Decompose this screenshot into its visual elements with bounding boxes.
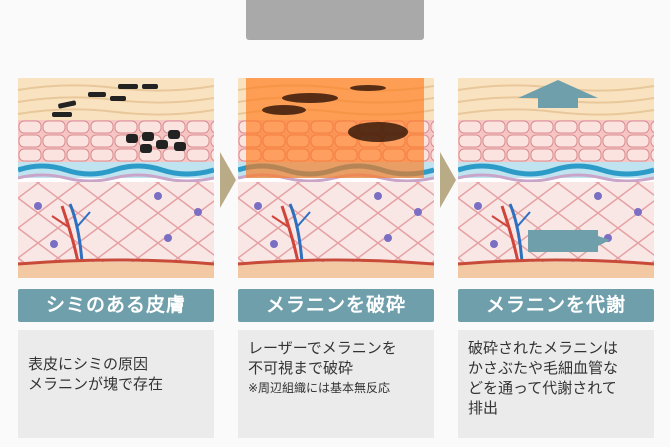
desc-note: ※周辺組織には基本無反応: [248, 381, 391, 395]
desc-line: かさぶたや毛細血管な: [468, 359, 619, 377]
desc-line: メラニンが塊で存在: [28, 375, 164, 393]
desc-line: レーザーでメラニンを: [248, 339, 397, 357]
melanin-cluster-icon: [52, 84, 186, 153]
panel-title-1: シミのある皮膚: [18, 289, 214, 322]
panel-title-3: メラニンを代謝: [458, 289, 654, 322]
panel-desc-3: 破砕されたメラニンは かさぶたや毛細血管な どを通って代謝されて 排出: [458, 330, 654, 438]
desc-line: 破砕されたメラニンは: [468, 339, 619, 357]
panel-desc-2: レーザーでメラニンを 不可視まで破砕 ※周辺組織には基本無反応: [238, 330, 434, 438]
desc-line: 排出: [468, 399, 499, 417]
next-arrow-icon: [440, 152, 456, 208]
panel-desc-1: 表皮にシミの原因 メラニンが塊で存在: [18, 330, 214, 438]
skin-panel-1: [18, 78, 214, 278]
laser-device-icon: [246, 0, 424, 40]
desc-line: 表皮にシミの原因: [28, 355, 149, 373]
desc-line: どを通って代謝されて: [468, 379, 617, 397]
skin-panel-2: [238, 78, 434, 278]
panel-title-2: メラニンを破砕: [238, 289, 434, 322]
next-arrow-icon: [220, 152, 236, 208]
metabolism-arrow-icon: [518, 80, 610, 252]
desc-line: 不可視まで破砕: [248, 359, 354, 377]
skin-panel-3: [458, 78, 654, 278]
